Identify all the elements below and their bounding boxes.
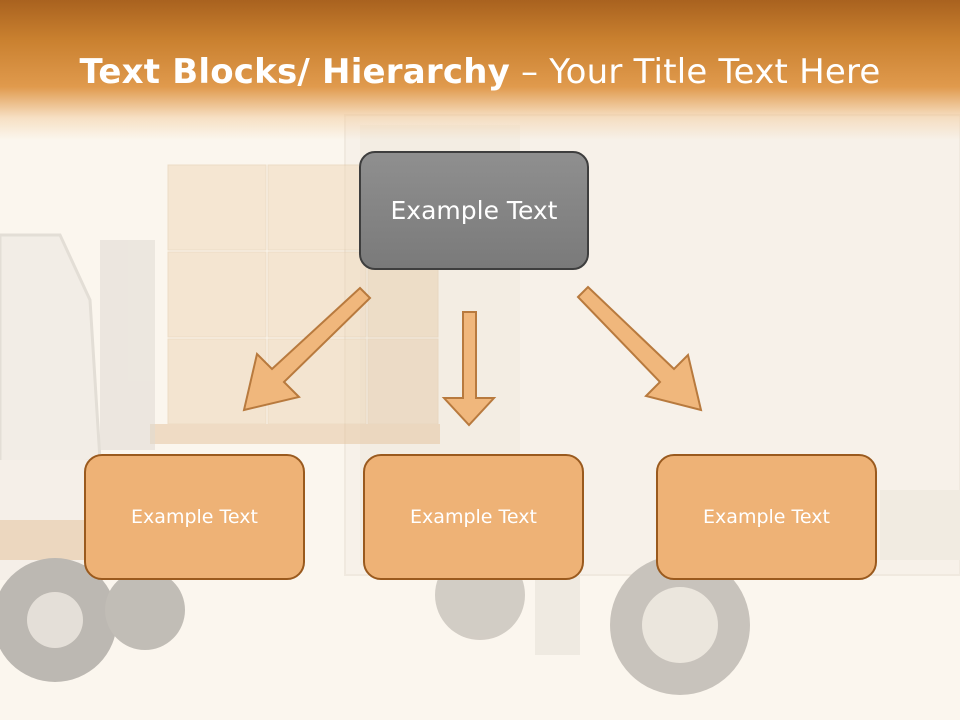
child-box-center: Example Text xyxy=(363,454,584,580)
slide-title: Text Blocks/ Hierarchy – Your Title Text… xyxy=(0,52,960,92)
boxes-illustration xyxy=(150,164,440,444)
child-box-label: Example Text xyxy=(131,506,258,528)
arrow-to-left-box xyxy=(242,286,372,412)
top-level-box: Example Text xyxy=(359,151,589,270)
slide-title-rest: – Your Title Text Here xyxy=(510,52,881,92)
arrow-to-center-box xyxy=(441,311,497,427)
child-box-right: Example Text xyxy=(656,454,877,580)
arrow-to-right-box xyxy=(576,285,703,412)
top-level-label: Example Text xyxy=(390,196,558,225)
child-box-left: Example Text xyxy=(84,454,305,580)
child-box-label: Example Text xyxy=(410,506,537,528)
slide-title-bold: Text Blocks/ Hierarchy xyxy=(79,52,511,92)
title-banner xyxy=(0,0,960,140)
child-box-label: Example Text xyxy=(703,506,830,528)
